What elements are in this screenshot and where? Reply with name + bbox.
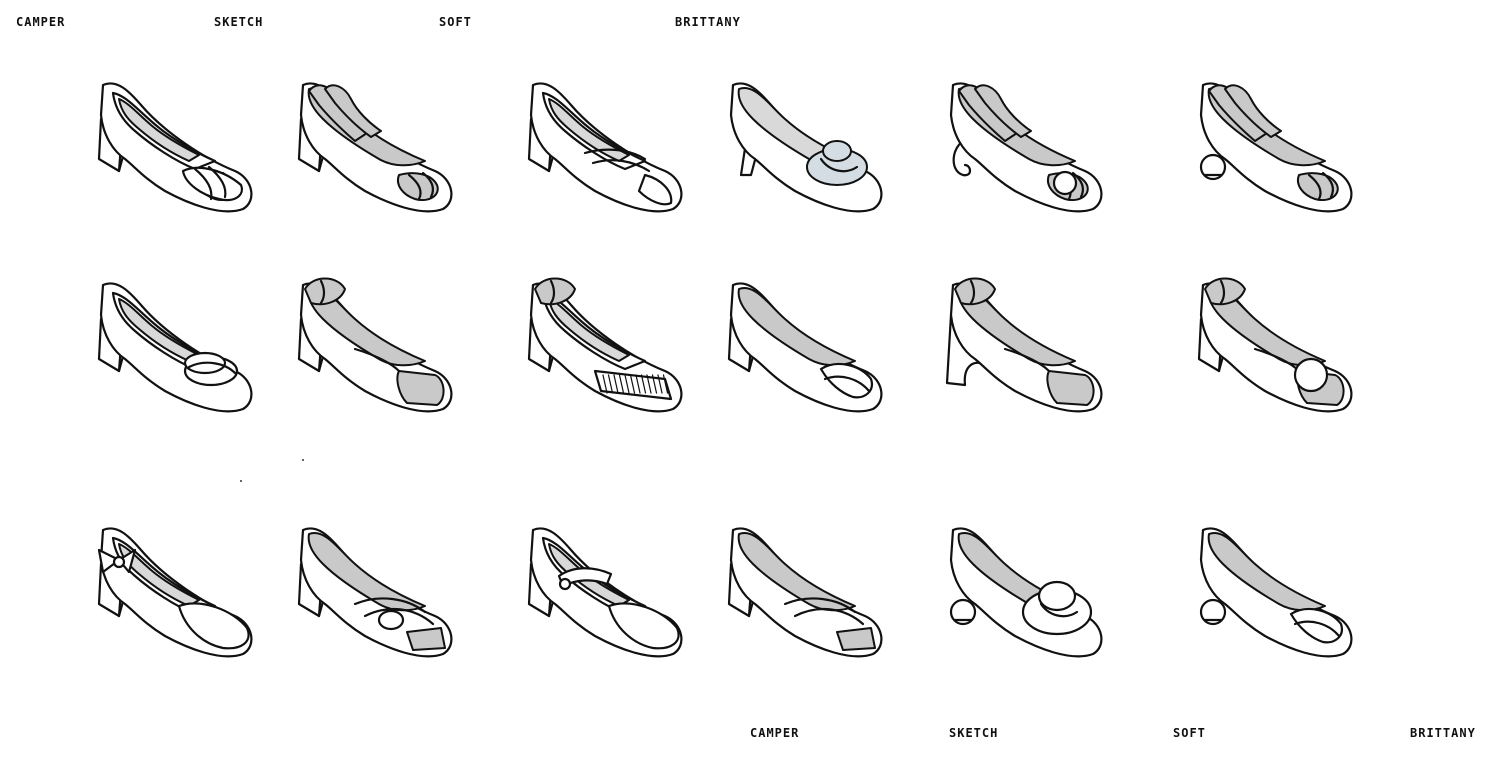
bottom-label-soft: SOFT [1173,726,1206,740]
shoe-sketch-r1-c2 [297,82,453,213]
stray-mark [240,480,242,482]
shoe-sketch-r2-c3 [527,277,683,413]
shoe-sketch-r1-c3 [527,82,683,213]
shoe-sketch-r3-c3 [527,527,683,658]
top-label-sketch: SKETCH [214,15,264,29]
shoe-sketch-r3-c5 [949,527,1103,658]
stray-mark [302,459,304,461]
shoe-sketch-r1-c5 [949,82,1103,213]
shoe-sketch-r2-c5 [945,277,1103,413]
top-label-soft: SOFT [439,15,472,29]
bottom-label-camper: CAMPER [750,726,800,740]
top-label-camper: CAMPER [16,15,66,29]
shoe-sketch-r3-c4 [727,527,883,658]
shoe-sketch-r2-c4 [727,282,883,413]
shoe-sketch-r3-c6 [1199,527,1353,658]
shoe-sketch-r1-c1 [97,82,253,213]
bottom-label-sketch: SKETCH [949,726,999,740]
shoe-sketch-r1-c6 [1199,82,1353,213]
bottom-label-brittany: BRITTANY [1410,726,1476,740]
shoe-sketch-r2-c2 [297,277,453,413]
top-label-brittany: BRITTANY [675,15,741,29]
shoe-sketch-r1-c4 [729,82,883,213]
shoe-sketch-r2-c6 [1197,277,1353,413]
shoe-sketch-r2-c1 [97,282,253,413]
shoe-sketch-r3-c1 [97,527,253,658]
shoe-sketch-r3-c2 [297,527,453,658]
